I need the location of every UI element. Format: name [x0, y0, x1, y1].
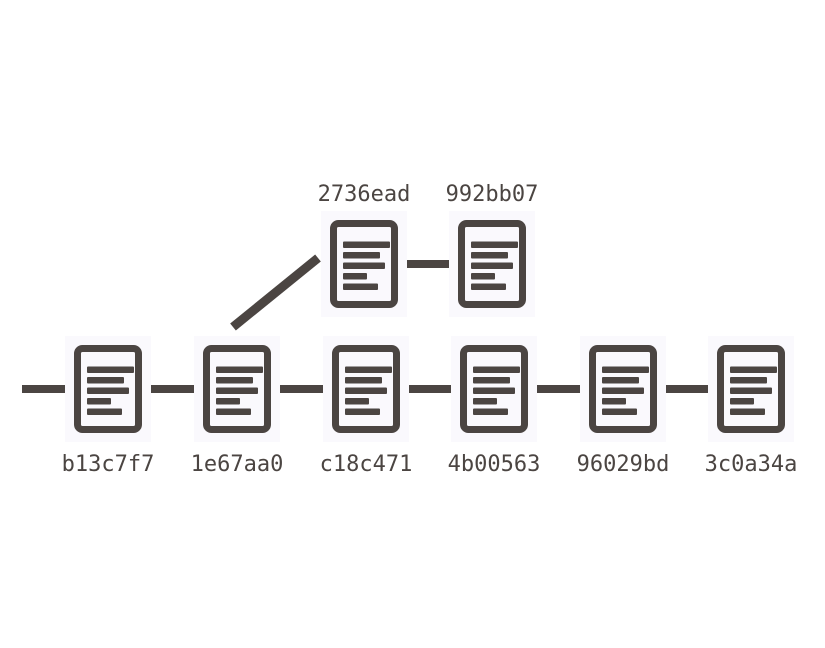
- commit-hash-label: 1e67aa0: [190, 452, 284, 477]
- document-icon: [203, 345, 271, 433]
- commit-node: 96029bd: [563, 336, 683, 478]
- commit-node: b13c7f7: [48, 336, 168, 478]
- document-icon: [332, 345, 400, 433]
- commit-node: c18c471: [306, 336, 426, 478]
- commit-node: 992bb07: [432, 182, 552, 317]
- commit-icon-tile: [321, 211, 407, 317]
- commit-hash-label: 4b00563: [447, 452, 541, 477]
- document-icon: [589, 345, 657, 433]
- document-icon: [458, 220, 526, 308]
- commit-hash-label: 992bb07: [445, 182, 539, 207]
- commit-connector: [151, 385, 194, 393]
- commit-connector: [537, 385, 580, 393]
- commit-icon-tile: [449, 211, 535, 317]
- commit-hash-label: 3c0a34a: [704, 452, 798, 477]
- document-icon: [330, 220, 398, 308]
- commit-node: 2736ead: [304, 182, 424, 317]
- commit-icon-tile: [323, 336, 409, 442]
- commit-hash-label: b13c7f7: [61, 452, 155, 477]
- commit-icon-tile: [451, 336, 537, 442]
- commit-icon-tile: [194, 336, 280, 442]
- commit-connector: [665, 385, 708, 393]
- commit-hash-label: 2736ead: [317, 182, 411, 207]
- commit-connector: [408, 385, 451, 393]
- commit-node: 3c0a34a: [691, 336, 811, 478]
- document-icon: [74, 345, 142, 433]
- commit-node: 1e67aa0: [177, 336, 297, 478]
- commit-connector: [407, 260, 450, 268]
- commit-connector: [280, 385, 323, 393]
- commit-icon-tile: [708, 336, 794, 442]
- document-icon: [460, 345, 528, 433]
- commit-hash-label: c18c471: [319, 452, 413, 477]
- document-icon: [717, 345, 785, 433]
- commit-hash-label: 96029bd: [576, 452, 670, 477]
- commit-icon-tile: [65, 336, 151, 442]
- commit-connector: [22, 385, 65, 393]
- commit-icon-tile: [580, 336, 666, 442]
- commit-node: 4b00563: [434, 336, 554, 478]
